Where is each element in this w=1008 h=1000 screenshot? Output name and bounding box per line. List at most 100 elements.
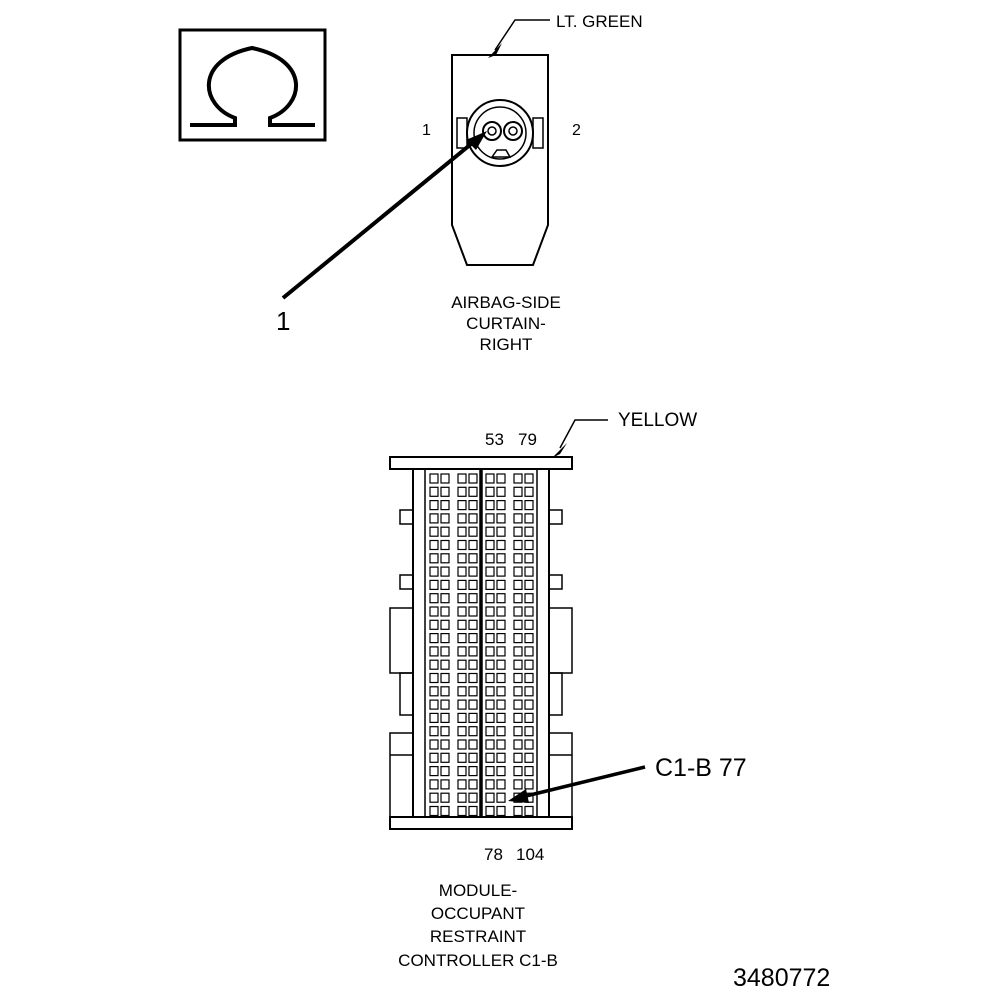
- terminal-cavity: [457, 526, 467, 537]
- terminal-cavity: [485, 579, 495, 591]
- terminal-cavity: [468, 752, 478, 763]
- terminal-cavity: [468, 805, 478, 817]
- terminal-cavity: [468, 500, 478, 511]
- terminal-cavity: [429, 765, 439, 777]
- terminal-cavity: [485, 659, 495, 670]
- airbag-color-label: LT. GREEN: [556, 12, 643, 31]
- terminal-cavity: [496, 726, 506, 737]
- terminal-cavity: [457, 486, 467, 497]
- terminal-cavity: [429, 792, 439, 803]
- terminal-cavity: [524, 699, 534, 710]
- terminal-cavity: [513, 579, 523, 591]
- terminal-cavity: [496, 699, 506, 710]
- terminal-cavity: [496, 513, 506, 524]
- terminal-cavity: [440, 792, 450, 803]
- terminal-cavity: [457, 805, 467, 817]
- terminal-cavity: [513, 513, 523, 524]
- terminal-cavity: [485, 699, 495, 710]
- terminal-cavity: [496, 566, 506, 577]
- terminal-cavity: [524, 712, 534, 724]
- terminal-cavity: [485, 632, 495, 644]
- terminal-cavity: [513, 606, 523, 617]
- terminal-cavity: [513, 659, 523, 670]
- terminal-cavity: [496, 765, 506, 777]
- terminal-cavity: [513, 566, 523, 577]
- terminal-cavity: [429, 646, 439, 657]
- terminal-cavity: [468, 726, 478, 737]
- terminal-cavity: [524, 500, 534, 511]
- terminal-cavity: [485, 500, 495, 511]
- terminal-cavity: [485, 526, 495, 537]
- terminal-cavity: [440, 765, 450, 777]
- terminal-cavity: [496, 553, 506, 564]
- terminal-cavity: [429, 539, 439, 551]
- terminal-cavity: [524, 726, 534, 737]
- terminal-cavity: [496, 792, 506, 803]
- terminal-cavity: [457, 765, 467, 777]
- terminal-cavity: [468, 486, 478, 497]
- terminal-cavity: [429, 553, 439, 564]
- terminal-cavity: [457, 672, 467, 684]
- terminal-cavity: [524, 659, 534, 670]
- module-title-line-1: MODULE-: [439, 881, 517, 900]
- terminal-cavity: [496, 779, 506, 790]
- terminal-cavity: [524, 526, 534, 537]
- terminal-cavity: [485, 606, 495, 617]
- airbag-pin-2-label: 2: [572, 122, 581, 139]
- terminal-cavity: [496, 659, 506, 670]
- terminal-cavity: [468, 593, 478, 604]
- terminal-cavity: [496, 672, 506, 684]
- terminal-cavity: [429, 632, 439, 644]
- terminal-cavity: [468, 672, 478, 684]
- terminal-cavity: [496, 805, 506, 817]
- terminal-cavity: [524, 593, 534, 604]
- terminal-cavity: [513, 500, 523, 511]
- terminal-cavity: [440, 726, 450, 737]
- terminal-cavity: [485, 712, 495, 724]
- terminal-cavity: [485, 553, 495, 564]
- terminal-cavity: [524, 805, 534, 817]
- terminal-cavity: [496, 739, 506, 750]
- terminal-cavity: [457, 646, 467, 657]
- terminal-cavity: [513, 699, 523, 710]
- airbag-connector: [281, 19, 550, 300]
- terminal-cavity: [485, 726, 495, 737]
- terminal-cavity: [524, 566, 534, 577]
- terminal-cavity: [513, 712, 523, 724]
- terminal-cavity: [457, 579, 467, 591]
- terminal-cavity: [485, 619, 495, 630]
- terminal-cavity: [524, 553, 534, 564]
- terminal-cavity: [440, 699, 450, 710]
- airbag-title-line-3: RIGHT: [480, 335, 533, 354]
- terminal-cavity: [524, 539, 534, 551]
- terminal-cavity: [468, 792, 478, 803]
- terminal-cavity: [457, 473, 467, 484]
- terminal-cavity: [524, 739, 534, 750]
- terminal-cavity: [429, 500, 439, 511]
- terminal-cavity: [457, 739, 467, 750]
- airbag-pin-1-label: 1: [422, 122, 431, 139]
- terminal-cavity: [457, 686, 467, 697]
- module-pin-53-label: 53: [485, 430, 504, 449]
- terminal-cavity: [440, 739, 450, 750]
- terminal-cavity: [440, 486, 450, 497]
- terminal-cavity: [429, 752, 439, 763]
- terminal-cavity: [457, 712, 467, 724]
- terminal-cavity: [468, 553, 478, 564]
- terminal-cavity: [457, 593, 467, 604]
- terminal-cavity: [524, 579, 534, 591]
- terminal-cavity: [429, 805, 439, 817]
- terminal-cavity: [485, 805, 495, 817]
- terminal-cavity: [457, 752, 467, 763]
- terminal-cavity: [440, 579, 450, 591]
- terminal-cavity: [468, 779, 478, 790]
- terminal-cavity: [468, 566, 478, 577]
- module-title-line-2: OCCUPANT: [431, 904, 525, 923]
- terminal-cavity: [440, 526, 450, 537]
- terminal-cavity: [429, 473, 439, 484]
- terminal-cavity: [468, 632, 478, 644]
- module-title-line-4: CONTROLLER C1-B: [398, 951, 558, 970]
- terminal-cavity: [440, 606, 450, 617]
- terminal-cavity: [496, 579, 506, 591]
- terminal-cavity: [513, 526, 523, 537]
